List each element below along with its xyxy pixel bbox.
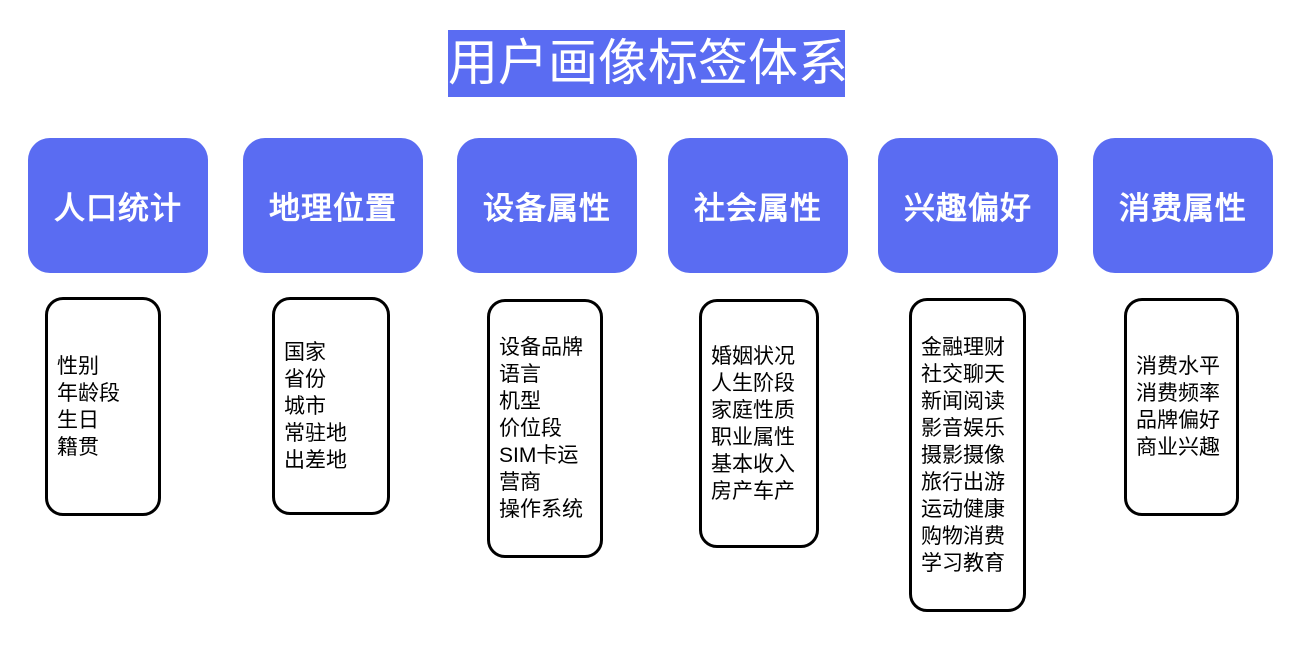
- tag-item: 婚姻状况: [711, 344, 795, 368]
- category-header-consumption: 消费属性: [1093, 138, 1273, 273]
- tag-item: 购物消费: [921, 524, 1005, 548]
- tag-list-interest: 金融理财社交聊天新闻阅读影音娱乐摄影摄像旅行出游运动健康购物消费学习教育: [912, 334, 1009, 577]
- tag-item: 基本收入: [711, 452, 795, 476]
- tag-box-demographics: 性别年龄段生日籍贯: [45, 297, 161, 516]
- tag-item: SIM卡运: [499, 444, 579, 467]
- tag-item: 房产车产: [711, 479, 795, 503]
- tag-item: 人生阶段: [711, 371, 795, 395]
- tag-item: 出差地: [284, 448, 347, 472]
- tag-item: 年龄段: [57, 381, 120, 405]
- tag-item: 操作系统: [499, 498, 583, 521]
- diagram-title: 用户画像标签体系: [448, 30, 848, 97]
- tag-item: 摄影摄像: [921, 443, 1005, 467]
- tag-list-social: 婚姻状况人生阶段家庭性质职业属性基本收入房产车产: [702, 343, 799, 505]
- tag-item: 省份: [284, 367, 326, 391]
- tag-item: 消费水平: [1136, 355, 1220, 378]
- tag-item: 国家: [284, 340, 326, 364]
- tag-item: 语言: [499, 363, 541, 386]
- tag-item: 设备品牌: [499, 336, 583, 359]
- tag-box-social: 婚姻状况人生阶段家庭性质职业属性基本收入房产车产: [699, 299, 819, 548]
- tag-box-geography: 国家省份城市常驻地出差地: [272, 297, 390, 515]
- tag-item: 职业属性: [711, 425, 795, 449]
- tag-box-consumption: 消费水平消费频率品牌偏好商业兴趣: [1124, 298, 1239, 516]
- tag-item: 社交聊天: [921, 362, 1005, 386]
- tag-item: 性别: [57, 354, 99, 378]
- tag-list-device: 设备品牌语言机型价位段 SIM卡运营商操作系统: [490, 334, 587, 523]
- tag-item: 品牌偏好: [1136, 409, 1220, 432]
- tag-box-interest: 金融理财社交聊天新闻阅读影音娱乐摄影摄像旅行出游运动健康购物消费学习教育: [909, 298, 1026, 612]
- tag-item: 金融理财: [921, 335, 1005, 359]
- tag-item: 运动健康: [921, 497, 1005, 521]
- tag-item: 常驻地: [284, 421, 347, 445]
- tag-list-consumption: 消费水平消费频率品牌偏好商业兴趣: [1127, 353, 1224, 461]
- tag-item: 旅行出游: [921, 470, 1005, 494]
- tag-item: 城市: [284, 394, 326, 418]
- tag-item: 机型: [499, 390, 541, 413]
- category-header-demographics: 人口统计: [28, 138, 208, 273]
- tag-item: 生日: [57, 408, 99, 432]
- tag-item: 新闻阅读: [921, 389, 1005, 413]
- tag-item: 营商: [499, 471, 541, 494]
- category-header-social: 社会属性: [668, 138, 848, 273]
- category-header-interest: 兴趣偏好: [878, 138, 1058, 273]
- tag-list-geography: 国家省份城市常驻地出差地: [275, 339, 351, 474]
- tag-item: 商业兴趣: [1136, 436, 1220, 459]
- tag-item: 籍贯: [57, 435, 99, 459]
- tag-list-demographics: 性别年龄段生日籍贯: [48, 353, 124, 461]
- tag-item: 家庭性质: [711, 398, 795, 422]
- tag-item: 影音娱乐: [921, 416, 1005, 440]
- tag-item: 学习教育: [921, 551, 1005, 575]
- tag-item: 消费频率: [1136, 382, 1220, 405]
- category-header-device: 设备属性: [457, 138, 637, 273]
- tag-item: 价位段: [499, 417, 562, 440]
- tag-box-device: 设备品牌语言机型价位段 SIM卡运营商操作系统: [487, 299, 603, 558]
- category-header-geography: 地理位置: [243, 138, 423, 273]
